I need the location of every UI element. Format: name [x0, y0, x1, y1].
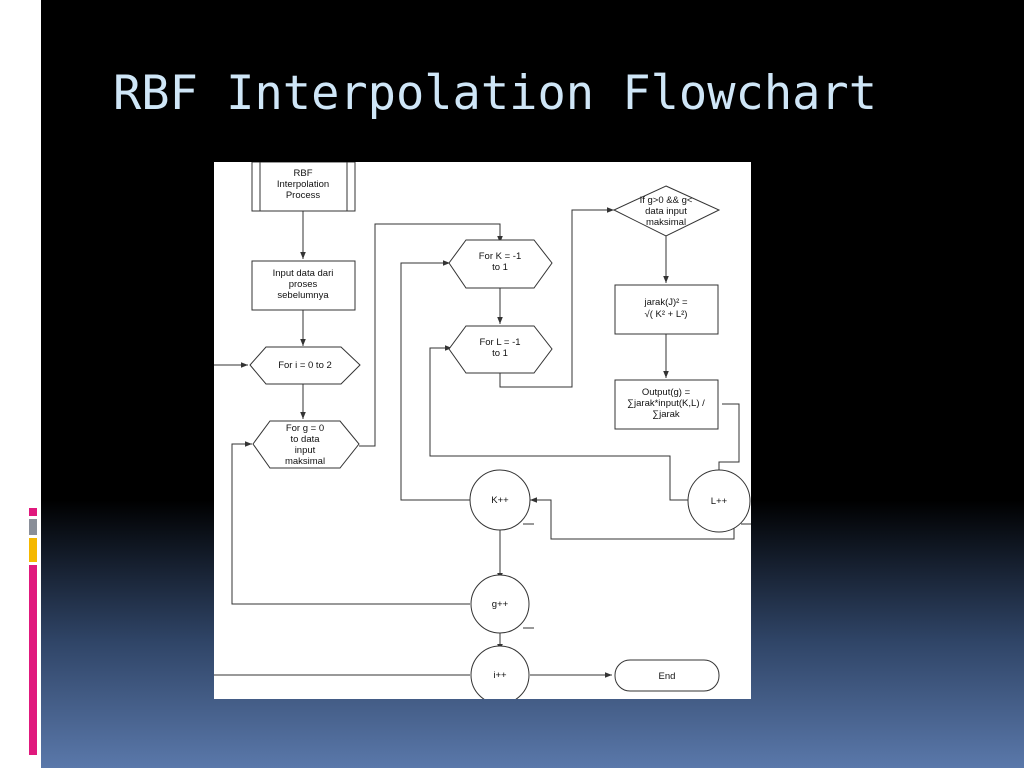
node-end: End — [614, 659, 720, 692]
flowchart-diagram: RBF Interpolation Process Input data dar… — [214, 162, 751, 699]
node-start-line: Interpolation — [277, 179, 329, 190]
accent-bar-yellow — [29, 538, 37, 562]
node-loop-g-line: input — [295, 445, 316, 456]
node-inc-g: g++ — [470, 574, 530, 634]
node-loop-g-line: maksimal — [285, 456, 325, 467]
node-inc-l: L++ — [687, 469, 751, 533]
node-loop-g: For g = 0 to data input maksimal — [252, 420, 360, 469]
node-loop-k: For K = -1 to 1 — [448, 239, 553, 289]
node-distance-line: √( K² + L²) — [645, 309, 688, 320]
node-loop-g-line: For g = 0 — [286, 423, 324, 434]
node-inc-i: i++ — [470, 645, 530, 699]
node-output-line: ∑jarak*input(K,L) / — [627, 398, 705, 409]
node-loop-g-line: to data — [290, 434, 320, 445]
node-distance: jarak(J)² = √( K² + L²) — [614, 284, 719, 335]
node-inc-k-label: K++ — [491, 495, 509, 506]
left-vertical-line — [13, 0, 15, 768]
flow-edges — [214, 207, 751, 678]
node-input-data: Input data dari proses sebelumnya — [251, 260, 356, 311]
node-inc-g-label: g++ — [492, 599, 509, 610]
node-start-line: RBF — [294, 168, 313, 179]
node-input-line: sebelumnya — [277, 290, 329, 301]
node-condition-line: maksimal — [646, 217, 686, 228]
node-input-line: proses — [289, 279, 318, 290]
node-inc-i-label: i++ — [493, 670, 507, 681]
node-inc-k: K++ — [469, 469, 531, 531]
node-loop-i: For i = 0 to 2 — [249, 346, 361, 385]
node-loop-l-line: For L = -1 — [479, 337, 520, 348]
node-output-line: Output(g) = — [642, 387, 691, 398]
accent-bar-gray — [29, 519, 37, 535]
node-input-line: Input data dari — [273, 268, 334, 279]
node-inc-l-label: L++ — [711, 496, 728, 507]
node-start: RBF Interpolation Process — [251, 162, 356, 212]
accent-bar-pink-long — [29, 565, 37, 755]
node-loop-l-line: to 1 — [492, 348, 508, 359]
node-output: Output(g) = ∑jarak*input(K,L) / ∑jarak — [614, 379, 719, 430]
node-end-label: End — [659, 671, 676, 682]
node-condition-line: data input — [645, 206, 687, 217]
slide-title: RBF Interpolation Flowchart — [113, 66, 878, 121]
node-loop-k-line: to 1 — [492, 262, 508, 273]
node-start-line: Process — [286, 190, 321, 201]
accent-bar-pink-top — [29, 508, 37, 516]
node-condition-line: If g>0 && g< — [640, 195, 693, 206]
node-loop-l: For L = -1 to 1 — [448, 325, 553, 374]
node-loop-i-line: For i = 0 to 2 — [278, 360, 332, 371]
node-condition: If g>0 && g< data input maksimal — [612, 185, 721, 237]
node-loop-k-line: For K = -1 — [479, 251, 522, 262]
node-distance-line: jarak(J)² = — [643, 297, 687, 308]
node-output-line: ∑jarak — [652, 409, 680, 420]
